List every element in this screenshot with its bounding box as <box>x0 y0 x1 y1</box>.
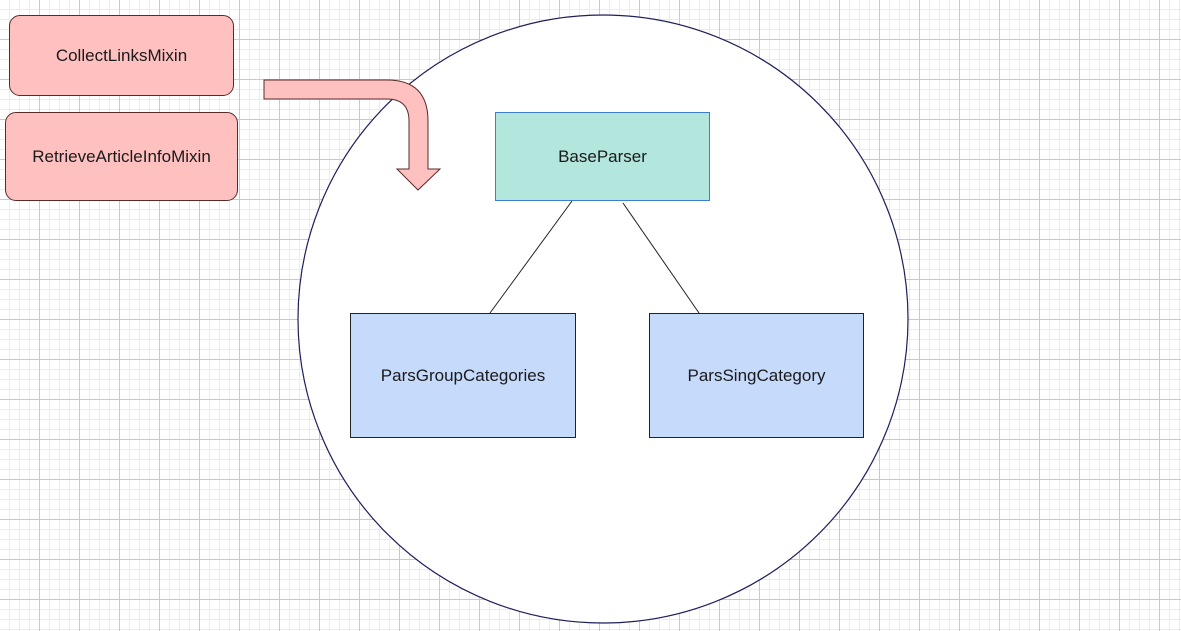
pars-sing-category-node[interactable]: ParsSingCategory <box>649 313 864 438</box>
retrieve-article-info-mixin-node[interactable]: RetrieveArticleInfoMixin <box>5 112 238 201</box>
bent-arrow[interactable] <box>263 79 442 191</box>
enclosing-circle[interactable] <box>297 14 909 624</box>
edge-base-to-sing[interactable] <box>622 202 700 314</box>
collect-links-mixin-node[interactable]: CollectLinksMixin <box>9 15 234 96</box>
base-parser-label: BaseParser <box>558 146 647 166</box>
pars-group-categories-node[interactable]: ParsGroupCategories <box>350 313 576 438</box>
pars-group-categories-label: ParsGroupCategories <box>380 365 546 385</box>
collect-links-mixin-label: CollectLinksMixin <box>55 45 188 65</box>
retrieve-article-info-mixin-label: RetrieveArticleInfoMixin <box>32 146 211 166</box>
edge-base-to-group[interactable] <box>489 200 573 314</box>
base-parser-node[interactable]: BaseParser <box>495 112 710 201</box>
pars-sing-category-label: ParsSingCategory <box>687 365 826 385</box>
